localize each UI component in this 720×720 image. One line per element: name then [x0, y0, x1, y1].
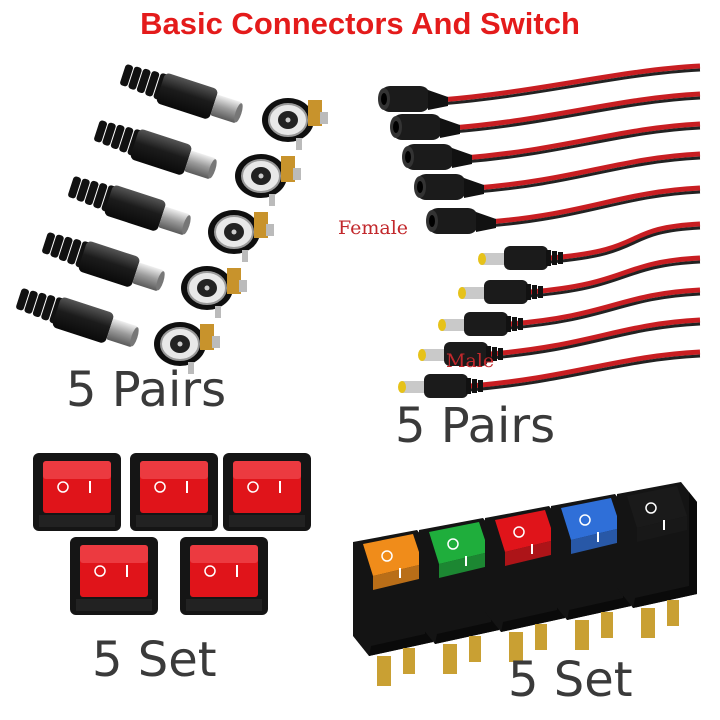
female-pigtail-cable	[378, 63, 701, 112]
dc-plug	[42, 232, 165, 291]
red-switch-count-label: 5 Set	[92, 632, 217, 688]
dc-panel-jack	[262, 98, 328, 150]
dc-panel-jack	[235, 154, 301, 206]
red-rocker-switch	[130, 453, 218, 531]
dc-panel-jack	[181, 266, 247, 318]
plug-jack-count-label: 5 Pairs	[66, 362, 227, 418]
male-pigtail-cable	[418, 317, 701, 366]
female-pigtail-cable	[402, 121, 701, 170]
pigtail-cable-group	[378, 63, 701, 398]
dc-plug	[16, 288, 139, 347]
dc-panel-jack	[208, 210, 274, 262]
female-pigtail-cable	[414, 151, 701, 200]
male-pigtail-cable	[478, 221, 701, 270]
red-rocker-switch	[33, 453, 121, 531]
page-title: Basic Connectors And Switch	[140, 6, 580, 41]
lit-switch-count-label: 5 Set	[508, 652, 633, 708]
red-rocker-switch	[70, 537, 158, 615]
dc-panel-jack	[154, 322, 220, 374]
dc-plug	[120, 64, 243, 123]
female-label: Female	[338, 217, 409, 239]
female-pigtail-cable	[426, 185, 701, 234]
lit-rocker-switch-group	[353, 482, 697, 686]
dc-plug	[94, 120, 217, 179]
male-pigtail-cable	[458, 255, 701, 304]
lit-rocker-switch	[617, 482, 697, 638]
dc-plug	[68, 176, 191, 235]
pigtail-count-label: 5 Pairs	[395, 398, 556, 454]
red-rocker-switch	[223, 453, 311, 531]
red-rocker-switch-group	[33, 453, 311, 615]
male-pigtail-cable	[438, 287, 701, 336]
dc-plug-jack-group	[16, 64, 328, 374]
male-label: Male	[446, 350, 495, 372]
lit-rocker-switch	[353, 530, 433, 686]
female-pigtail-cable	[390, 91, 701, 140]
male-pigtail-cable	[398, 349, 701, 398]
red-rocker-switch	[180, 537, 268, 615]
